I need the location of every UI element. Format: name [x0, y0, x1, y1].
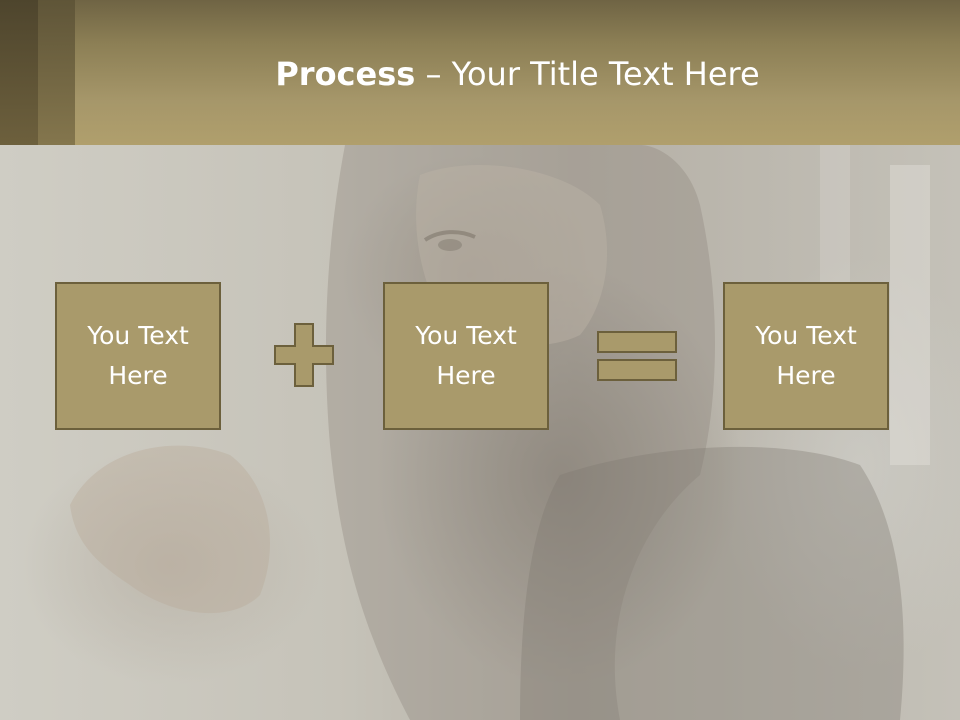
box-line-2: Here: [108, 361, 168, 390]
title-bar: Process – Your Title Text Here: [0, 0, 960, 145]
box-line-1: You Text: [87, 321, 189, 350]
box-line-1: You Text: [755, 321, 857, 350]
equals-icon: [597, 331, 677, 381]
title-bold-text: Process: [275, 55, 416, 93]
title-rest-text: – Your Title Text Here: [415, 55, 760, 93]
box-line-1: You Text: [415, 321, 517, 350]
box-line-2: Here: [436, 361, 496, 390]
background-photo: [0, 145, 960, 720]
slide-title: Process – Your Title Text Here: [75, 52, 960, 96]
box-line-2: Here: [776, 361, 836, 390]
photo-silhouette: [70, 145, 930, 720]
plus-icon: [274, 323, 334, 387]
header-accent-strip: [38, 0, 75, 145]
header-accent-strip: [0, 0, 38, 145]
